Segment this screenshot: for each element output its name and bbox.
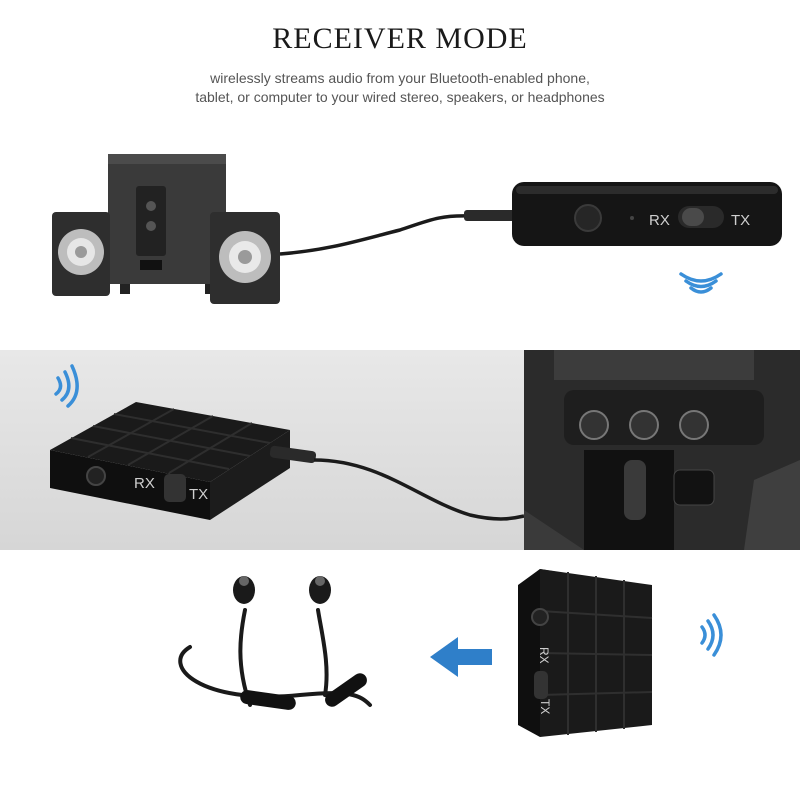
tx-label-3: TX	[538, 699, 552, 714]
bluetooth-signal-icon	[54, 364, 79, 408]
transmitter-device-vertical: RX TX	[518, 569, 653, 737]
tx-label: TX	[731, 212, 750, 229]
audio-cable-2	[313, 458, 524, 521]
power-button-icon	[574, 204, 602, 232]
transmitter-device: RX TX	[50, 402, 290, 520]
bluetooth-signal-icon	[679, 272, 723, 294]
right-speaker-image	[210, 212, 280, 304]
headphones-scene: RX TX	[178, 569, 723, 737]
receiver-device: RX TX	[512, 182, 782, 246]
arrow-left-icon	[430, 637, 492, 677]
left-speaker-image	[52, 212, 110, 296]
bluetooth-signal-icon	[700, 613, 723, 657]
transmitter-scene: RX TX	[50, 364, 524, 521]
tx-label-2: TX	[189, 486, 208, 503]
subwoofer-image	[108, 154, 226, 294]
audio-cable	[279, 214, 471, 256]
subtitle-line-1: wirelessly streams audio from your Bluet…	[210, 70, 590, 86]
subtitle-line-2: tablet, or computer to your wired stereo…	[195, 89, 605, 105]
rx-label: RX	[649, 212, 670, 229]
rx-label-2: RX	[134, 475, 155, 492]
speaker-scene: RX TX	[52, 154, 782, 304]
page-title: RECEIVER MODE	[272, 22, 528, 55]
rx-label-3: RX	[537, 647, 551, 664]
car-dashboard-image	[524, 350, 800, 550]
